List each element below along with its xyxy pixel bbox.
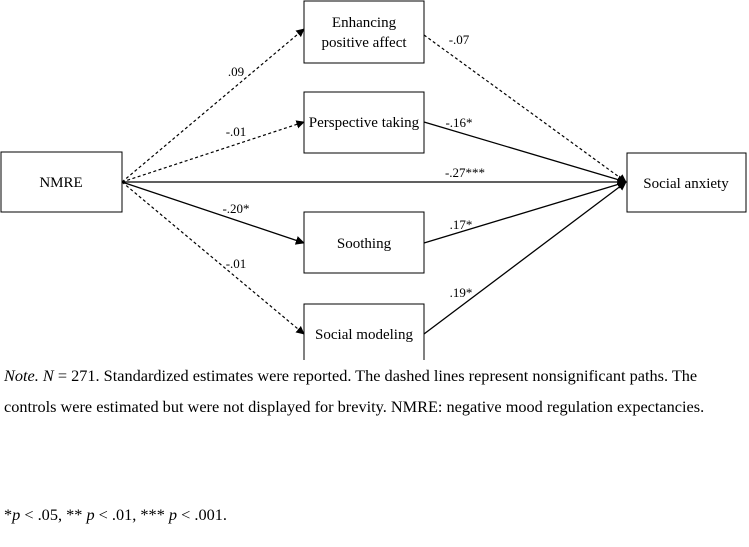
note-text: = 271. Standardized estimates were repor… bbox=[4, 366, 705, 416]
node-nmre-box bbox=[0, 151, 123, 213]
coef-perspective-anxiety: -.16* bbox=[445, 115, 472, 130]
significance-legend: *p < .05, ** p < .01, *** p < .001. bbox=[4, 505, 227, 525]
node-enhancing-label-2: positive affect bbox=[321, 35, 407, 51]
figure-note: Note. N = 271. Standardized estimates we… bbox=[4, 360, 746, 422]
sig-v1: < .05, ** bbox=[20, 505, 87, 524]
node-modeling-label: Social modeling bbox=[315, 327, 413, 343]
coef-nmre-enhancing: .09 bbox=[228, 64, 244, 79]
coef-modeling-anxiety: .19* bbox=[450, 285, 473, 300]
node-modeling-box bbox=[303, 303, 425, 360]
sig-v3: < .001. bbox=[177, 505, 227, 524]
coef-nmre-perspective: -.01 bbox=[226, 124, 247, 139]
sig-p3: p bbox=[168, 505, 178, 524]
path-soothing-anxiety bbox=[423, 180, 627, 244]
coef-soothing-anxiety: .17* bbox=[450, 217, 473, 232]
note-label: Note. bbox=[4, 366, 39, 385]
path-enhancing-anxiety bbox=[423, 34, 627, 183]
sig-v2: < .01, *** bbox=[94, 505, 169, 524]
coef-nmre-soothing: -.20* bbox=[222, 201, 249, 216]
path-nmre-perspective bbox=[121, 120, 305, 183]
path-nmre-soothing bbox=[121, 181, 305, 245]
sig-p2: p bbox=[86, 505, 95, 524]
node-anxiety-label: Social anxiety bbox=[643, 176, 729, 192]
note-n-label: N bbox=[42, 366, 54, 385]
sig-p1: p bbox=[12, 505, 21, 524]
path-nmre-modeling bbox=[121, 181, 305, 335]
path-modeling-anxiety bbox=[423, 181, 627, 335]
path-diagram: NMRE Enhancing positive affect Perspecti… bbox=[0, 0, 747, 360]
node-perspective-box bbox=[303, 91, 425, 154]
node-soothing-box bbox=[303, 211, 425, 274]
path-nmre-enhancing bbox=[121, 28, 305, 183]
node-perspective-label: Perspective taking bbox=[309, 115, 420, 131]
coef-direct: -.27*** bbox=[445, 165, 485, 180]
node-enhancing-box bbox=[303, 0, 425, 64]
node-nmre-label: NMRE bbox=[39, 175, 82, 191]
node-soothing-label: Soothing bbox=[337, 236, 392, 252]
node-anxiety-box bbox=[626, 152, 747, 213]
node-enhancing-label-1: Enhancing bbox=[332, 15, 397, 31]
path-perspective-anxiety bbox=[423, 121, 627, 185]
coef-enhancing-anxiety: -.07 bbox=[449, 32, 470, 47]
coef-nmre-modeling: -.01 bbox=[226, 256, 247, 271]
sig-star: * bbox=[4, 505, 13, 524]
